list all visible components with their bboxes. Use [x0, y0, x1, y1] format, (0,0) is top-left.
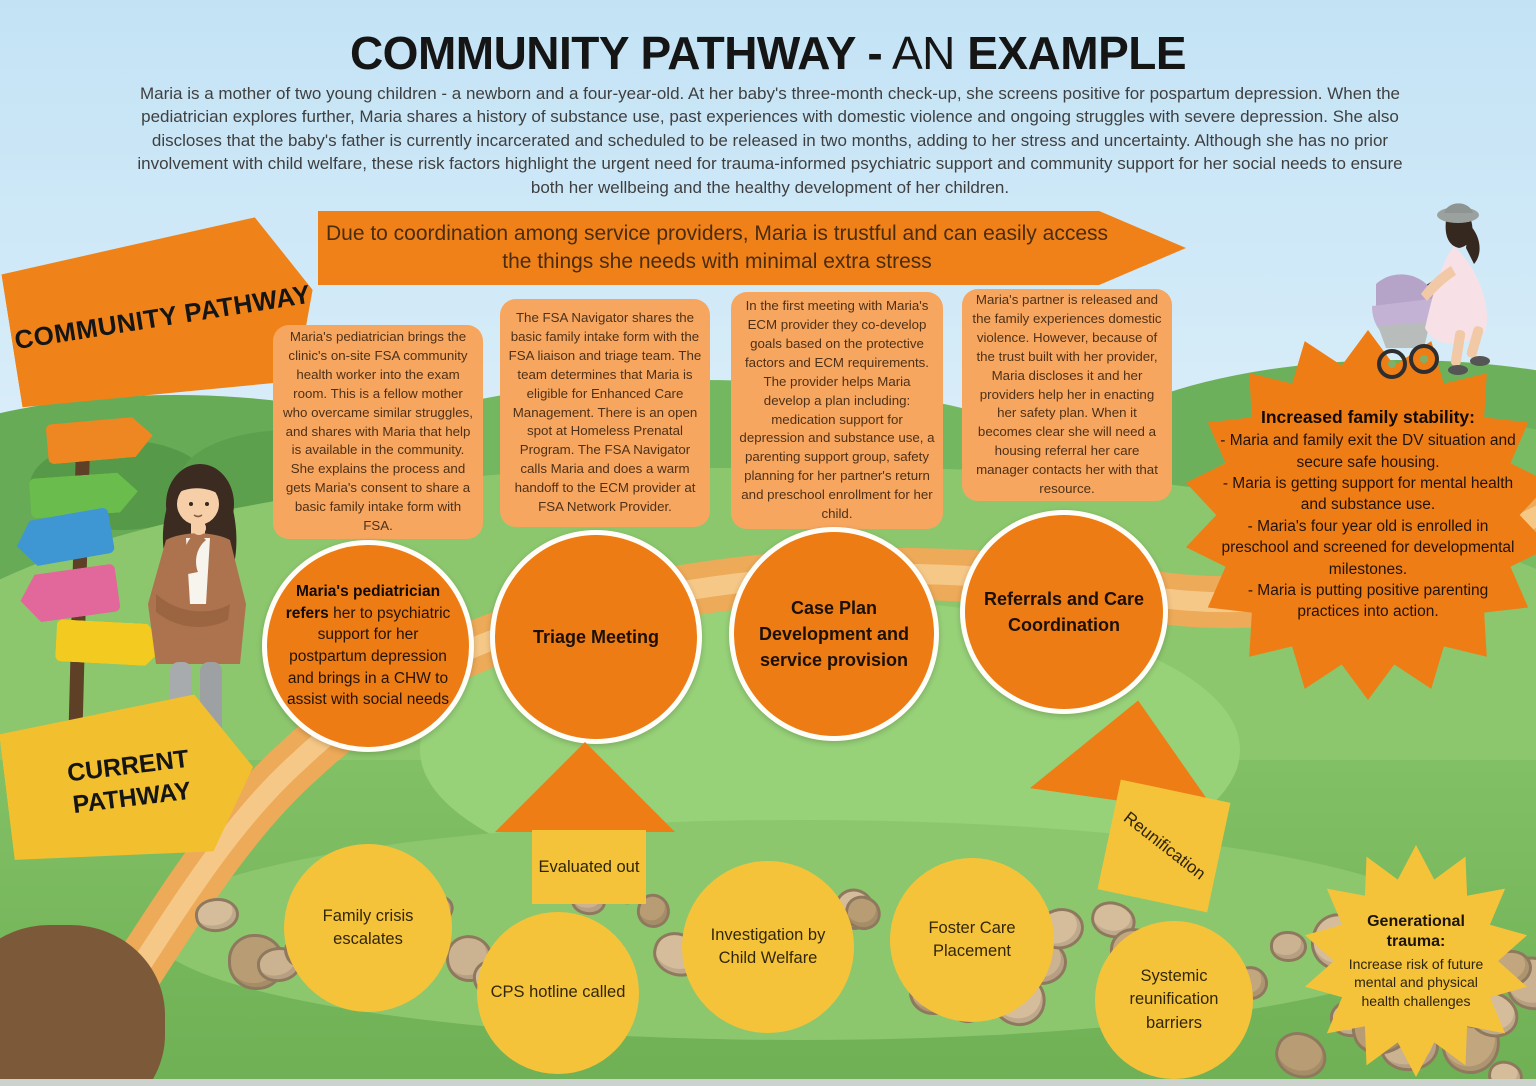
community-circle-case-plan: Case Plan Development and service provis… [729, 527, 939, 741]
intro-paragraph: Maria is a mother of two young children … [137, 84, 1403, 197]
outcome-line: - Maria's four year old is enrolled in p… [1221, 517, 1515, 578]
circle-text: Maria's pediatrician refers her to psych… [283, 581, 453, 711]
outcome-heading: Increased family stability: [1261, 407, 1475, 428]
community-step-box-1: Maria's pediatrician brings the clinic's… [273, 325, 483, 539]
outcome-line: - Maria is getting support for mental he… [1222, 475, 1514, 514]
current-step-cps-hotline: CPS hotline called [477, 912, 639, 1074]
circle-text: Referrals and Care Coordination [983, 588, 1145, 635]
outcome-line: - Maria and family exit the DV situation… [1220, 432, 1516, 471]
community-banner-arrow: Due to coordination among service provid… [318, 211, 1186, 285]
title-bold-1: COMMUNITY PATHWAY - [349, 27, 883, 79]
outcome-body: Increase risk of future mental and physi… [1348, 955, 1484, 1009]
community-step-box-2: The FSA Navigator shares the basic famil… [500, 299, 710, 527]
evaluated-out-arrow-shaft: Evaluated out [532, 830, 646, 904]
community-step-box-4: Maria's partner is released and the fami… [962, 289, 1172, 501]
page-title: COMMUNITY PATHWAY - AN EXAMPLE [0, 26, 1536, 80]
outcome-content: Increased family stability: - Maria and … [1215, 407, 1521, 622]
current-step-systemic-barriers: Systemic reunification barriers [1095, 921, 1253, 1079]
community-circle-pediatrician-referral: Maria's pediatrician refers her to psych… [262, 540, 474, 752]
stroller-woman-illustration [1372, 203, 1490, 379]
stone [1269, 930, 1307, 963]
circle-text-rest: her to psychiatric support for her postp… [287, 604, 451, 709]
outcome-line: - Maria is putting positive parenting pr… [1247, 581, 1489, 621]
reunification-label: Reunification [1120, 807, 1210, 883]
title-bold-2: EXAMPLE [967, 27, 1187, 79]
current-step-investigation: Investigation by Child Welfare [682, 861, 854, 1033]
circle-text: Case Plan Development and service provis… [758, 597, 910, 671]
title-regular: AN [892, 27, 955, 79]
reunification-arrow-shaft: Reunification [1097, 779, 1231, 913]
community-circle-referrals-coordination: Referrals and Care Coordination [960, 510, 1168, 714]
outcome-heading: Generational trauma: [1367, 912, 1465, 950]
circle-text: Triage Meeting [532, 626, 660, 647]
community-circle-triage-meeting: Triage Meeting [490, 530, 702, 744]
community-step-box-3: In the first meeting with Maria's ECM pr… [731, 292, 943, 529]
circle-text-bold: Maria's pediatrician refers [285, 582, 441, 622]
outcome-content: Generational trauma: Increase risk of fu… [1341, 912, 1491, 1010]
current-step-family-crisis: Family crisis escalates [284, 844, 452, 1012]
bottom-edge-strip [0, 1079, 1536, 1086]
dirt-patch [0, 925, 165, 1086]
current-step-foster-care: Foster Care Placement [890, 858, 1054, 1022]
